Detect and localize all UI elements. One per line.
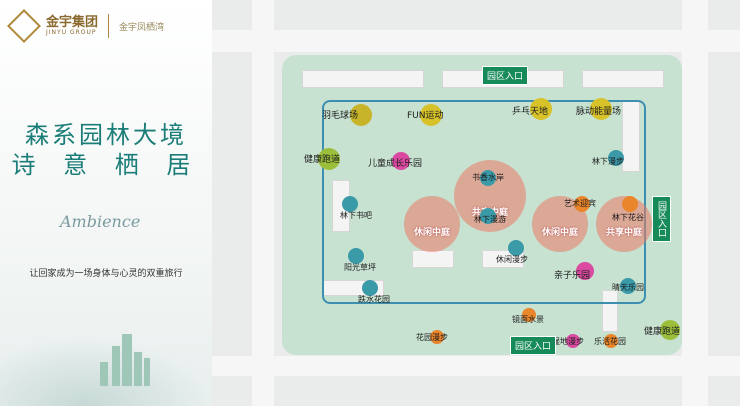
skyline-building — [100, 362, 108, 386]
zone-label: 共享中庭 — [605, 228, 642, 238]
headline-line2: 诗 意 栖 居 — [11, 151, 201, 179]
leaf-node-icon — [342, 196, 358, 212]
leaf-node-icon — [620, 278, 636, 294]
leaf-node-icon — [430, 330, 444, 344]
skyline-building — [134, 352, 142, 386]
road-north — [212, 30, 740, 52]
feature-label: 乐活花园 — [594, 337, 626, 346]
leaf-node-icon — [604, 334, 618, 348]
road-south — [212, 356, 740, 376]
logo-diamond-icon — [7, 9, 41, 43]
script-logo: Ambience — [60, 212, 141, 231]
company-name: 金宇集团 — [46, 15, 99, 30]
feature-label: 晴天乐园 — [612, 283, 644, 292]
skyline-building — [112, 346, 120, 386]
leaf-node-icon — [480, 170, 496, 186]
feature-label: 湿地漫步 — [552, 337, 584, 346]
feature-label: 书香水岸 — [472, 173, 504, 182]
feature-label: 儿童成长乐园 — [368, 159, 423, 169]
feature-label: 乒乓天地 — [512, 107, 549, 117]
leaf-node-icon — [420, 104, 442, 126]
running-path — [322, 100, 646, 304]
feature-label: 林下花谷 — [612, 213, 644, 222]
left-panel: 金宇集团 JINYU GROUP 金宇凤栖湾 森系园林大境 诗 意 栖 居 Am… — [0, 0, 212, 406]
leaf-node-icon — [576, 262, 594, 280]
entrance-marker-icon: 园区入口 — [482, 66, 529, 85]
feature-label: 艺术迎宾 — [564, 199, 596, 208]
skyline-building — [144, 358, 150, 386]
feature-label: 阳光草坪 — [344, 263, 376, 272]
leaf-node-icon — [660, 320, 680, 340]
leaf-node-icon — [508, 240, 524, 256]
entrance-marker-icon: 园区入口 — [510, 336, 557, 355]
zone-label: 休闲中庭 — [413, 228, 450, 238]
feature-label: 林下书吧 — [340, 211, 372, 220]
leaf-node-icon — [574, 196, 590, 212]
feature-label: 健康跑道 — [644, 327, 681, 337]
feature-label: 脉动能量场 — [576, 107, 622, 117]
building-block — [602, 290, 618, 332]
leaf-node-icon — [392, 152, 410, 170]
skyline-building — [122, 334, 132, 386]
leaf-node-icon — [362, 280, 378, 296]
site-plan: 共享中庭 休闲中庭 休闲中庭 共享中庭 羽毛球场 FUN运动 乒乓天地 脉动能量… — [212, 0, 740, 406]
leaf-node-icon — [566, 334, 580, 348]
feature-label: 林下漫游 — [474, 215, 506, 224]
logo-divider — [108, 14, 110, 38]
leaf-node-icon — [480, 208, 496, 224]
building-block — [302, 70, 424, 88]
leaf-node-icon — [350, 104, 372, 126]
entrance-marker-icon: 园区入口 — [652, 196, 671, 242]
building-block — [582, 70, 664, 88]
tagline: 让回家成为一场身体与心灵的双重旅行 — [29, 269, 183, 279]
feature-label: 休闲漫步 — [496, 255, 528, 264]
project-name: 金宇凤栖湾 — [119, 22, 165, 33]
road-west — [252, 0, 274, 406]
leaf-node-icon — [530, 98, 552, 120]
feature-label: 亲子乐园 — [554, 271, 591, 281]
company-name-en: JINYU GROUP — [46, 29, 97, 36]
zone-leisure-west: 休闲中庭 — [404, 196, 460, 252]
leaf-node-icon — [622, 196, 638, 212]
zone-label: 休闲中庭 — [541, 228, 578, 238]
feature-label: 健康跑道 — [304, 155, 341, 165]
leaf-node-icon — [608, 150, 624, 166]
leaf-node-icon — [590, 98, 612, 120]
leaf-node-icon — [348, 248, 364, 264]
feature-label: 镜面水景 — [512, 315, 544, 324]
feature-label: 花园漫步 — [416, 333, 448, 342]
leaf-node-icon — [522, 308, 536, 322]
feature-label: FUN运动 — [407, 111, 444, 121]
feature-label: 林下漫步 — [592, 157, 624, 166]
feature-label: 羽毛球场 — [322, 111, 359, 121]
brand-logo: 金宇集团 JINYU GROUP 金宇凤栖湾 — [7, 9, 165, 43]
leaf-node-icon — [318, 148, 340, 170]
road-east — [682, 0, 708, 406]
headline-line1: 森系园林大境 — [25, 121, 187, 149]
feature-label: 跌水花园 — [358, 295, 390, 304]
